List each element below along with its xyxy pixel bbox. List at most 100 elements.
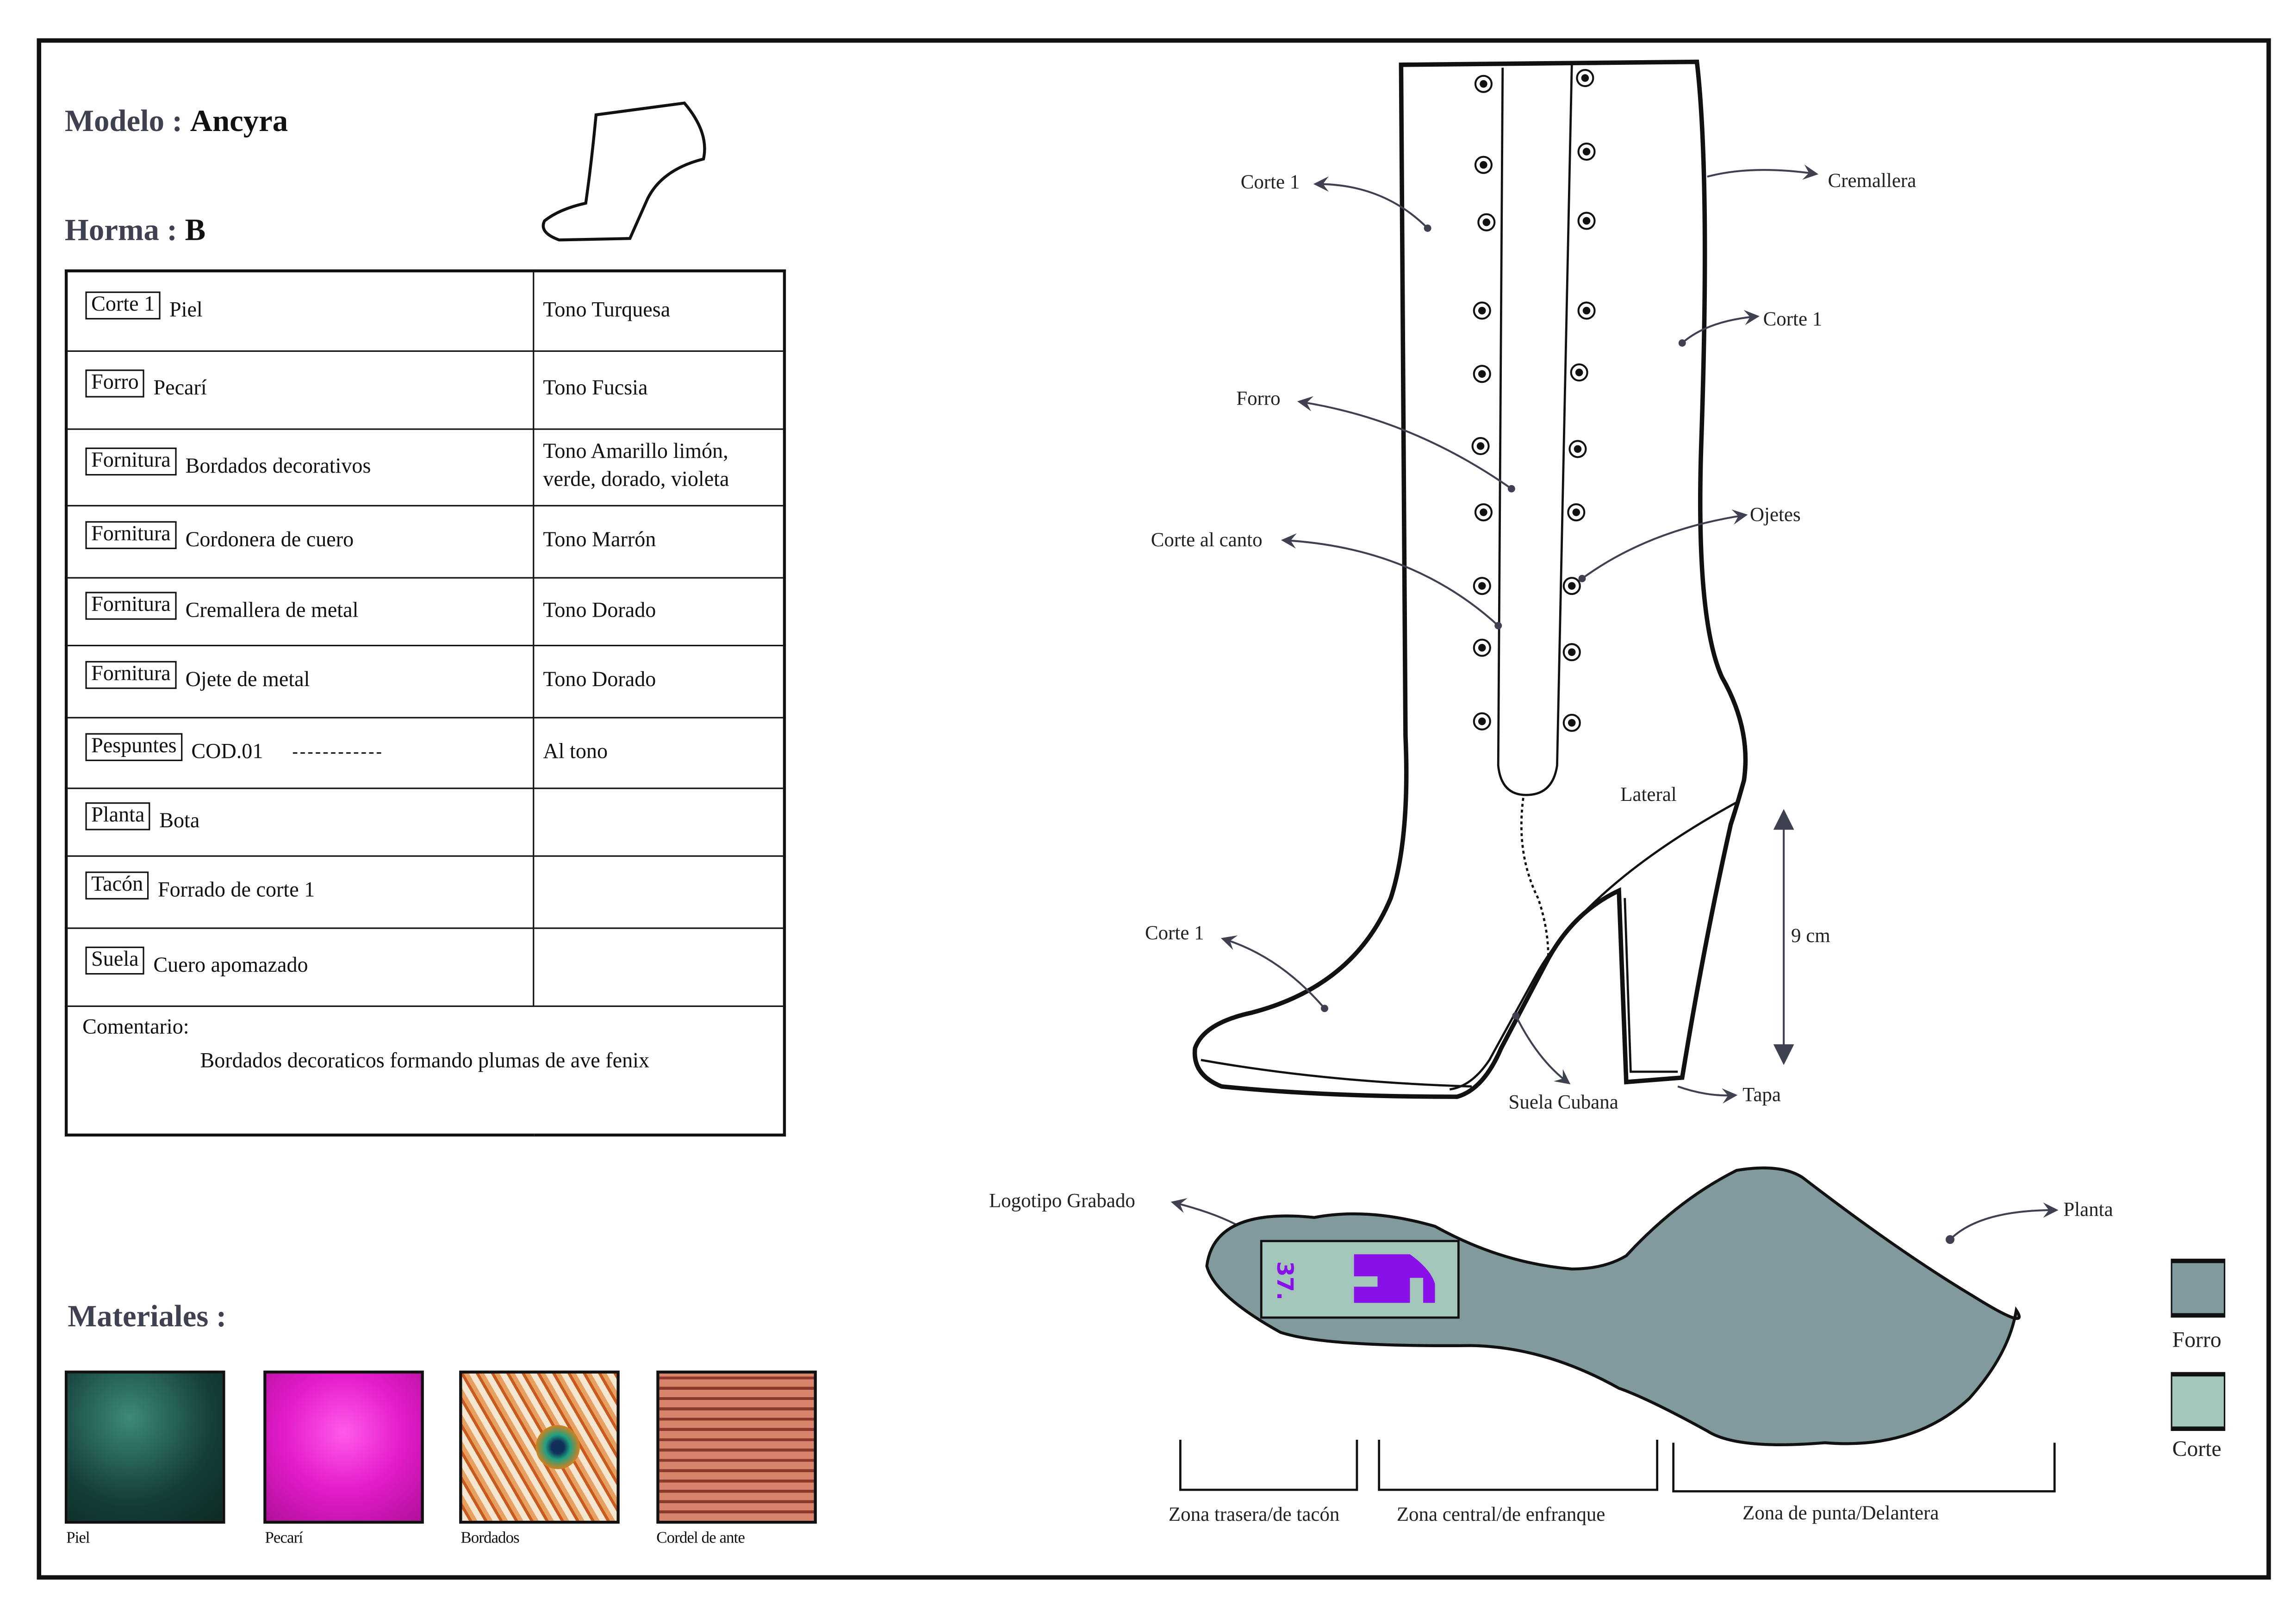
spec-material: Pecarí: [153, 377, 207, 400]
last-value: B: [185, 212, 206, 248]
callout-tapa: Tapa: [1742, 1083, 1781, 1106]
eyelet-icon: [1577, 212, 1596, 230]
eyelet-icon: [1567, 503, 1586, 522]
spec-material: Piel: [169, 298, 203, 322]
spec-material: Cremallera de metal: [185, 598, 359, 622]
eyelet-icon: [1577, 301, 1596, 320]
swatch-pecari: [263, 1370, 424, 1524]
spec-color: Tono Amarillo limón, verde, dorado, viol…: [533, 427, 785, 506]
eyelet-icon: [1473, 577, 1491, 595]
spec-color: [533, 854, 785, 928]
spec-material-cell: Corte 1 Piel: [65, 270, 535, 351]
spec-tag: Pespuntes: [85, 732, 183, 761]
brand-logo-icon: [1354, 1254, 1435, 1303]
heel-height-value: 9 cm: [1791, 924, 1830, 947]
zone-brackets: [1179, 1440, 2056, 1493]
legend-label-forro: Forro: [2172, 1329, 2221, 1353]
size-mark: 37.: [1272, 1261, 1297, 1300]
callout-planta: Planta: [2063, 1198, 2113, 1221]
spec-color: Al tono: [533, 716, 785, 788]
spec-tag: Fornitura: [85, 447, 177, 475]
eyelet-icon: [1576, 69, 1594, 87]
spec-material-cell: Fornitura Cremallera de metal: [65, 576, 535, 646]
callout-cremallera: Cremallera: [1828, 169, 1916, 192]
spec-material: Forrado de corte 1: [157, 879, 315, 903]
swatch-cordel: [656, 1370, 817, 1524]
spec-row: Pespuntes COD.01 Al tono: [65, 716, 785, 788]
spec-tag: Corte 1: [85, 291, 161, 319]
eyelet-icon: [1474, 156, 1493, 174]
swatch-piel: [64, 1370, 225, 1524]
eyelet-icon: [1473, 365, 1491, 383]
zone-label-punta: Zona de punta/Delantera: [1742, 1501, 1939, 1524]
legend-swatch-corte: [2171, 1372, 2226, 1431]
stitch-line-icon: [292, 751, 381, 754]
callout-dots: [1269, 224, 1955, 1259]
spec-color: [533, 926, 785, 1006]
eyelet-icon: [1570, 363, 1588, 382]
swatch-label: Piel: [66, 1530, 90, 1548]
eyelet-icon: [1474, 75, 1493, 93]
spec-material: COD.01: [191, 739, 263, 763]
eyelets: [1471, 69, 1596, 732]
eyelet-icon: [1577, 142, 1596, 161]
model-label: Modelo :: [64, 103, 183, 138]
callout-suela-cubana: Suela Cubana: [1508, 1091, 1618, 1113]
callout-forro: Forro: [1236, 387, 1281, 410]
swatch-label: Cordel de ante: [656, 1530, 745, 1548]
callout-logotipo: Logotipo Grabado: [989, 1189, 1135, 1212]
legend-swatch-forro: [2171, 1258, 2226, 1318]
spec-row: Tacón Forrado de corte 1: [65, 854, 785, 928]
spec-material: Ojete de metal: [185, 668, 310, 692]
spec-row: Suela Cuero apomazado: [65, 926, 785, 1006]
sole-planta: [1205, 1166, 2021, 1446]
spec-tag: Fornitura: [85, 591, 177, 619]
page-frame: [37, 38, 2271, 1580]
callout-ojetes: Ojetes: [1750, 503, 1801, 526]
eyelet-icon: [1562, 577, 1581, 595]
eyelet-icon: [1471, 437, 1490, 456]
spec-tag: Suela: [85, 946, 145, 975]
callout-corte1-right: Corte 1: [1763, 307, 1823, 330]
eyelet-icon: [1568, 440, 1587, 458]
spec-material: Bota: [159, 809, 200, 833]
spec-material: Cuero apomazado: [153, 954, 308, 978]
spec-color: Tono Turquesa: [533, 270, 785, 351]
spec-material-cell: Fornitura Ojete de metal: [65, 644, 535, 718]
spec-material-cell: Forro Pecarí: [65, 350, 535, 429]
eyelet-icon: [1477, 213, 1496, 231]
eyelet-icon: [1473, 301, 1491, 320]
boot-drawing: [1192, 59, 1748, 1099]
spec-material-cell: Suela Cuero apomazado: [65, 926, 535, 1006]
eyelet-icon: [1473, 638, 1491, 657]
zone-label-central: Zona central/de enfranque: [1396, 1503, 1605, 1525]
callout-corte1-toe: Corte 1: [1145, 921, 1204, 944]
spec-tag: Fornitura: [85, 521, 177, 550]
comment-text: Bordados decoraticos formando plumas de …: [200, 1049, 650, 1073]
callout-corte-al-canto: Corte al canto: [1151, 528, 1263, 551]
spec-material-cell: Pespuntes COD.01: [65, 716, 535, 788]
spec-tag: Fornitura: [85, 661, 177, 689]
swatch-bordados: [459, 1370, 620, 1524]
comment-label: Comentario:: [82, 1015, 189, 1039]
spec-color: [533, 787, 785, 856]
model-value: Ancyra: [190, 103, 288, 138]
last-heading: Horma : B: [65, 212, 205, 249]
spec-color: Tono Marrón: [533, 504, 785, 578]
zone-label-trasera: Zona trasera/de tacón: [1168, 1503, 1340, 1525]
spec-tag: Tacón: [85, 871, 149, 899]
callout-arrows: [1170, 164, 2059, 1255]
spec-tag: Forro: [85, 369, 145, 398]
swatch-label: Bordados: [460, 1530, 519, 1548]
last-label: Horma :: [64, 212, 177, 248]
